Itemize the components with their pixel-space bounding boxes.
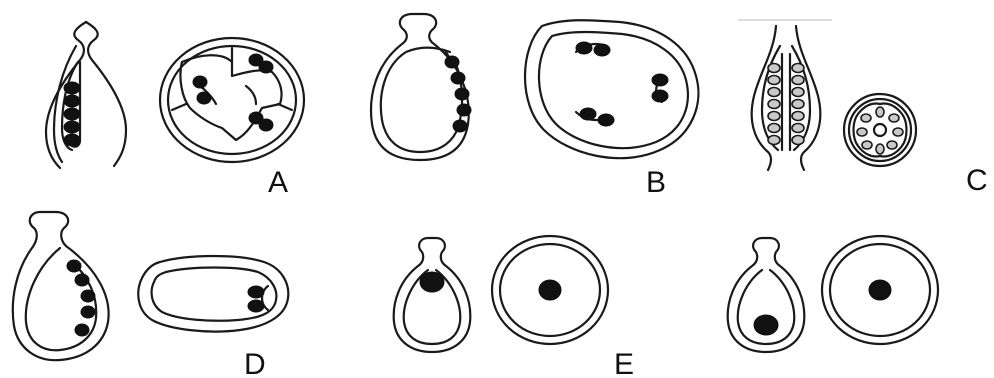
label-a: A xyxy=(268,166,288,199)
label-b: B xyxy=(646,166,666,199)
figure-c-cross-section xyxy=(844,94,916,166)
figure-a-cross-section xyxy=(160,38,304,162)
figure-a-longitudinal-section xyxy=(46,22,126,168)
figure-e-cross-section-1 xyxy=(492,236,608,344)
figure-e-cross-section-2 xyxy=(822,236,938,344)
figure-d-cross-section xyxy=(138,256,288,332)
figure-b-cross-section xyxy=(525,20,698,158)
label-e: E xyxy=(614,348,634,378)
label-c: C xyxy=(966,164,988,197)
figure-e-longitudinal-section-1 xyxy=(394,238,471,352)
figure-b-longitudinal-section xyxy=(371,14,471,160)
label-d: D xyxy=(244,348,266,378)
figure-d-longitudinal-section xyxy=(13,212,109,360)
figure-e-longitudinal-section-2 xyxy=(728,238,805,352)
figure-c-longitudinal-section xyxy=(738,20,832,170)
